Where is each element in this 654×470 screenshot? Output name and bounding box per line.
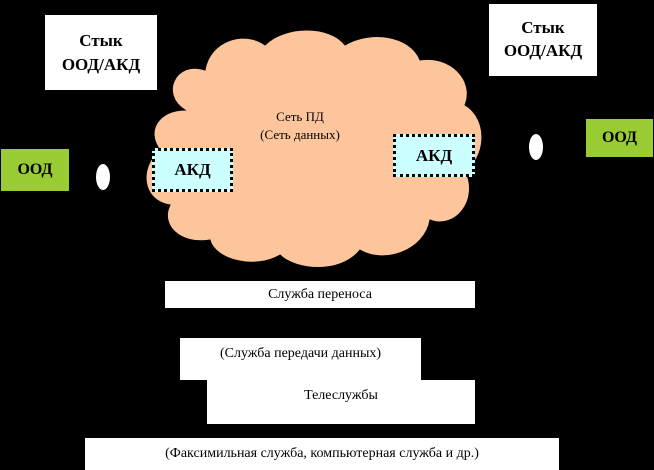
interface-left-line1: Стык [79, 30, 123, 50]
teleservices-label: Телеслужбы [304, 388, 378, 403]
dce-right-box: АКД [393, 134, 475, 177]
teleservices-note-box: (Факсимильная служба, компьютерная служб… [85, 438, 559, 470]
dce-left-box: АКД [152, 148, 233, 192]
interface-right-line1: Стык [521, 18, 565, 38]
interface-right-line2: ООД/АКД [503, 41, 583, 60]
left-connector [96, 164, 110, 190]
bearer-service-note: (Служба передачи данных) [219, 346, 382, 361]
bearer-service-box: Служба переноса [165, 281, 475, 308]
dte-left-box: ООД [0, 148, 70, 192]
teleservices-box: Телеслужбы [207, 380, 475, 424]
bearer-service-note-box: (Служба передачи данных) [180, 338, 421, 380]
network-label: Сеть ПД (Сеть данных) [230, 108, 370, 144]
dte-left-label: ООД [17, 161, 53, 178]
teleservices-note: (Факсимильная служба, компьютерная служб… [165, 446, 479, 461]
interface-right-box: Стык ООД/АКД [489, 4, 597, 76]
bearer-service-label: Служба переноса [268, 286, 372, 302]
right-connector [529, 134, 543, 160]
dce-left-label: АКД [174, 160, 211, 179]
interface-left-box: Стык ООД/АКД [45, 15, 157, 90]
dte-right-label: ООД [601, 129, 638, 146]
network-label-line2: (Сеть данных) [260, 127, 340, 143]
dce-right-label: АКД [415, 145, 453, 165]
dte-right-box: ООД [585, 118, 654, 158]
interface-left-line2: ООД/АКД [61, 54, 141, 74]
network-label-line1: Сеть ПД [276, 109, 324, 124]
